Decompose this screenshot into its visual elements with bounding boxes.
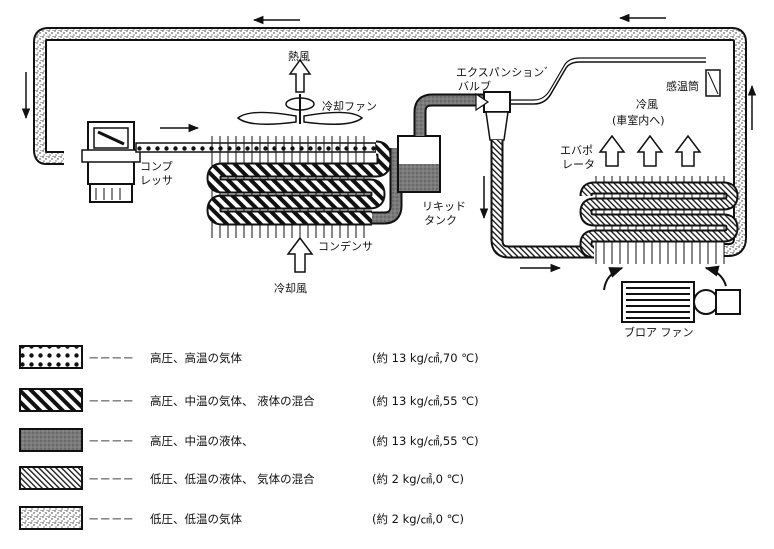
- cold-air-label-2: (車室内へ): [612, 113, 665, 127]
- legend-condition: (約 2 kg/㎠,0 ℃): [372, 512, 464, 526]
- cooling-fan-label: 冷却ファン: [322, 100, 377, 113]
- legend-swatch-stipple: [19, 506, 83, 530]
- legend-swatch-dots: [19, 345, 83, 369]
- liquid-tank: [397, 135, 441, 193]
- liquid-tank-label-2: タンク: [424, 214, 457, 227]
- condenser: [206, 136, 392, 238]
- evaporator: [579, 176, 739, 264]
- legend: －－－－ 高圧、高温の気体 (約 13 kg/㎠,70 ℃) －－－－ 高圧、中…: [19, 345, 479, 530]
- legend-row-dots: －－－－ 高圧、高温の気体 (約 13 kg/㎠,70 ℃): [19, 345, 479, 369]
- temperature-sensor-label: 感温筒: [666, 79, 699, 93]
- compressor: [81, 121, 141, 203]
- evaporator-label-1: エバポ: [560, 144, 593, 157]
- expansion-valve-label-1: エクスパンションﾞ: [456, 66, 550, 79]
- legend-row-thick-hatch: －－－－ 高圧、中温の気体、 液体の混合 (約 13 kg/㎠,55 ℃): [19, 388, 479, 412]
- blower-fan-label: ブロア ファン: [624, 325, 694, 339]
- legend-description: 高圧、中温の気体、 液体の混合: [150, 394, 315, 408]
- condenser-outlet-pipe: [372, 148, 403, 225]
- legend-dash: －－－－: [88, 394, 134, 408]
- liquid-tank-label-1: リキッド: [422, 200, 466, 213]
- hot-air-label: 熱風: [288, 50, 310, 63]
- liquid-line: [413, 93, 484, 136]
- legend-row-fine-hatch: －－－－ 低圧、低温の液体、 気体の混合 (約 2 kg/㎠,0 ℃): [19, 466, 464, 490]
- cold-air-label-1: 冷風: [636, 98, 658, 111]
- legend-dash: －－－－: [88, 434, 134, 448]
- condenser-label: コンデンサ: [318, 239, 373, 253]
- blower-fan: [603, 265, 741, 323]
- legend-description: 低圧、低温の液体、 気体の混合: [150, 472, 315, 486]
- low-pressure-gas-pipe: [33, 27, 747, 257]
- evaporator-label-2: レータ: [562, 158, 595, 171]
- temperature-sensing-bulb: [705, 69, 721, 97]
- legend-row-stipple: －－－－ 低圧、低温の気体 (約 2 kg/㎠,0 ℃): [19, 506, 464, 530]
- legend-row-dark-fill: －－－－ 高圧、中温の液体、 (約 13 kg/㎠,55 ℃): [19, 428, 479, 452]
- cold-air-arrows: [598, 134, 702, 167]
- cooling-fan: [236, 58, 364, 125]
- expansion-valve-label-2: バルブ: [458, 79, 491, 93]
- legend-swatch-dark-fill: [19, 428, 83, 452]
- legend-swatch-thick-hatch: [19, 388, 83, 412]
- legend-condition: (約 13 kg/㎠,70 ℃): [372, 351, 479, 365]
- legend-description: 高圧、高温の気体: [150, 351, 242, 365]
- cooling-air-label: 冷却風: [274, 282, 307, 295]
- cooling-air-arrow: [286, 236, 314, 273]
- legend-dash: －－－－: [88, 351, 134, 365]
- legend-description: 高圧、中温の液体、: [150, 434, 254, 448]
- expansion-valve: [475, 57, 706, 141]
- legend-condition: (約 13 kg/㎠,55 ℃): [372, 394, 479, 408]
- compressor-label-1: コンプ: [140, 160, 173, 173]
- evaporator-inlet-pipe: [490, 140, 594, 259]
- legend-swatch-fine-hatch: [19, 466, 83, 490]
- legend-dash: －－－－: [88, 472, 134, 486]
- legend-condition: (約 13 kg/㎠,55 ℃): [372, 434, 479, 448]
- legend-description: 低圧、低温の気体: [150, 512, 242, 526]
- legend-condition: (約 2 kg/㎠,0 ℃): [372, 472, 464, 486]
- legend-dash: －－－－: [88, 512, 134, 526]
- flow-arrows: [21, 13, 757, 273]
- compressor-label-2: レッサ: [140, 174, 173, 187]
